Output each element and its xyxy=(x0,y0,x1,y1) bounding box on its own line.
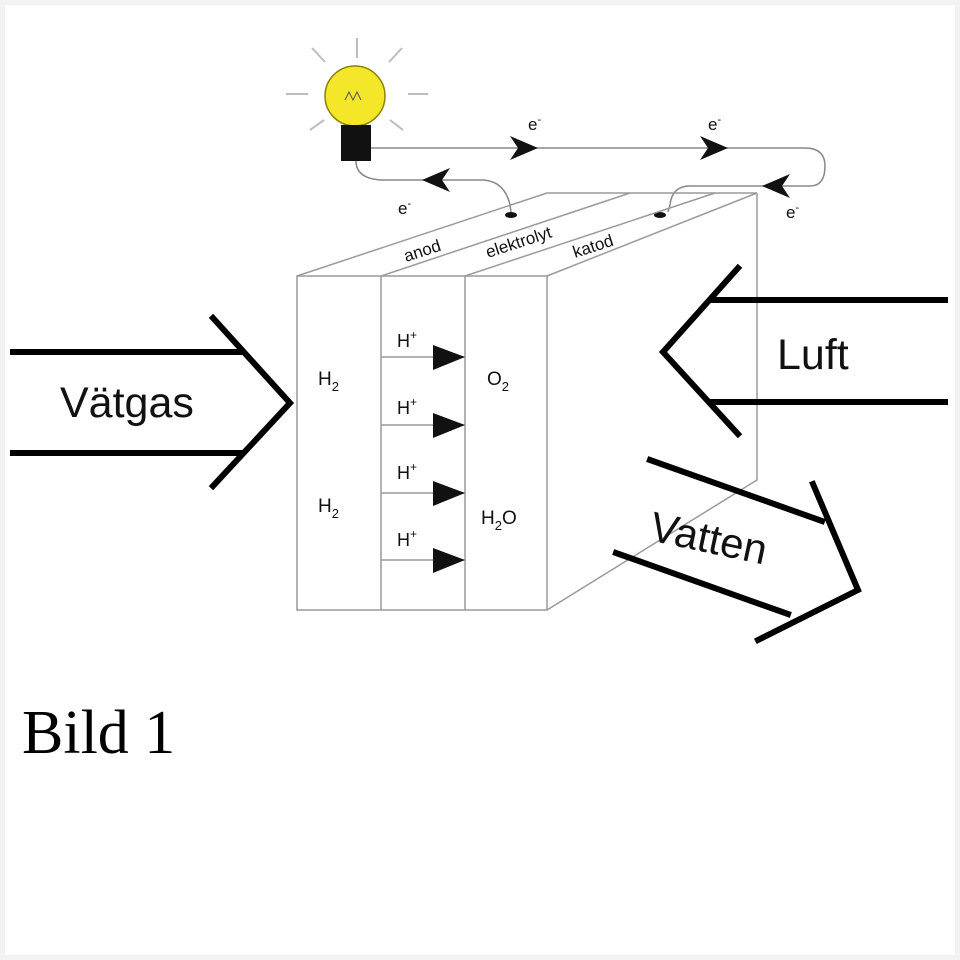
bulb-base xyxy=(341,125,371,161)
proton-labels: H+ H+ H+ H+ xyxy=(397,328,417,550)
cell-front-face xyxy=(296,275,548,611)
electron-label: e- xyxy=(786,202,799,222)
hydrogen-inflow-arrow xyxy=(10,313,295,491)
light-bulb-icon xyxy=(286,38,428,161)
proton-label: H+ xyxy=(397,328,417,351)
cell-top-face xyxy=(296,192,758,277)
water-outflow-label: Vatten xyxy=(646,503,771,574)
cathode-wire xyxy=(371,147,826,213)
cathode-top-divider xyxy=(464,192,716,277)
h2-label-top: H2 xyxy=(318,369,339,394)
h2-label-bottom: H2 xyxy=(318,496,339,521)
proton-arrow-icon xyxy=(433,481,465,506)
anode-top-divider xyxy=(380,192,631,277)
electron-arrows xyxy=(422,136,790,198)
electron-arrow-icon xyxy=(700,136,728,160)
proton-label: H+ xyxy=(397,527,417,550)
air-inflow-arrow xyxy=(658,263,948,439)
electrolyte-label: elektrolyt xyxy=(483,223,554,262)
cathode-terminal xyxy=(654,212,666,218)
external-circuit xyxy=(355,147,826,213)
proton-arrow-icon xyxy=(433,548,465,573)
h2o-label: H2O xyxy=(481,508,517,533)
cell-side-face xyxy=(546,193,758,611)
electron-labels: e- e- e- e- xyxy=(398,114,799,222)
water-outflow-arrow xyxy=(612,456,862,645)
electron-arrow-icon xyxy=(762,174,790,198)
anode-wire xyxy=(355,160,512,213)
proton-label: H+ xyxy=(397,460,417,483)
electron-label: e- xyxy=(398,198,411,218)
electron-arrow-icon xyxy=(422,168,450,192)
air-inflow-label: Luft xyxy=(777,331,849,379)
electron-label: e- xyxy=(528,114,541,134)
hydrogen-inflow-label: Vätgas xyxy=(60,379,194,427)
species-labels: H2 H2 O2 H2O xyxy=(318,369,517,533)
figure-card xyxy=(5,5,955,955)
fuel-cell-box xyxy=(296,192,758,611)
o2-label: O2 xyxy=(487,369,509,394)
electron-label: e- xyxy=(708,114,721,134)
bulb-filament xyxy=(344,90,362,102)
anode-label: anod xyxy=(401,236,443,266)
proton-label: H+ xyxy=(397,395,417,418)
figure-caption: Bild 1 xyxy=(22,699,175,767)
electron-arrow-icon xyxy=(510,136,538,160)
bulb-rays xyxy=(286,38,428,131)
proton-arrows xyxy=(433,345,465,573)
proton-arrow-icon xyxy=(433,345,465,370)
proton-arrow-icon xyxy=(433,413,465,438)
anode-terminal xyxy=(505,212,517,218)
